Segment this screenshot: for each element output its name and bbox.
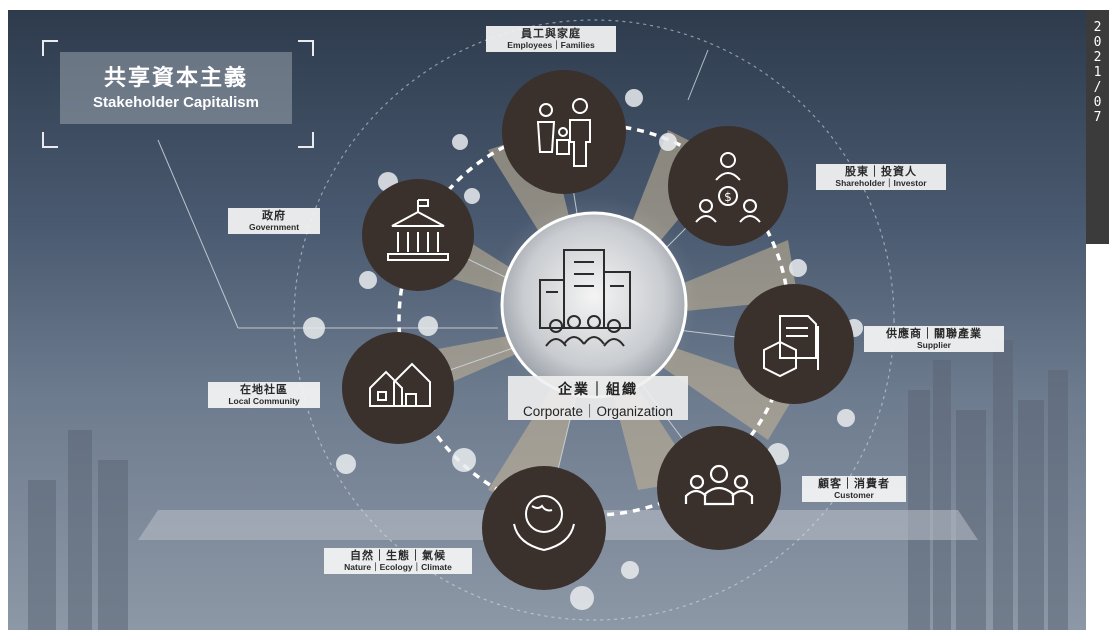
label-supplier: 供應商｜關聯產業 Supplier	[864, 326, 1004, 353]
label-government: 政府 Government	[228, 208, 320, 235]
outer-orbit	[293, 19, 895, 621]
date-char: 1	[1093, 65, 1102, 80]
label-community: 在地社區 Local Community	[208, 382, 320, 409]
label-employees: 員工與家庭 Employees｜Families	[486, 26, 616, 53]
label-english: Government	[248, 221, 300, 232]
family-icon	[536, 98, 591, 167]
title-corner	[42, 132, 58, 148]
label-chinese: 自然｜生態｜氣候	[350, 549, 446, 562]
title-corner	[42, 40, 58, 56]
label-nature: 自然｜生態｜氣候 Nature｜Ecology｜Climate	[324, 548, 472, 575]
node-nature	[482, 466, 606, 590]
label-chinese: 供應商｜關聯產業	[886, 327, 982, 340]
label-english: Shareholder｜Investor	[835, 177, 927, 188]
center-label-english: Corporate｜Organization	[522, 404, 674, 419]
node-supplier	[734, 284, 854, 404]
label-chinese: 顧客｜消費者	[818, 477, 890, 490]
label-english: Nature｜Ecology｜Climate	[344, 561, 452, 572]
date-panel: 2 0 2 1 / 0 7	[1086, 10, 1109, 244]
supplier-package-icon	[763, 315, 819, 378]
center-label-chinese: 企業｜組織	[558, 382, 638, 398]
node-community	[342, 332, 454, 444]
date-char: 7	[1093, 110, 1102, 125]
title-chinese: 共享資本主義	[103, 66, 248, 91]
corporate-building-icon	[539, 249, 631, 347]
label-chinese: 在地社區	[240, 383, 288, 396]
date-char: 2	[1093, 50, 1102, 65]
title-panel	[60, 52, 292, 124]
svg-text:$: $	[724, 190, 732, 204]
center-label: 企業｜組織 Corporate｜Organization	[508, 376, 688, 420]
node-shareholder: $	[668, 126, 788, 246]
diagram-canvas: $	[8, 10, 1086, 630]
label-chinese: 政府	[262, 209, 286, 222]
label-english: Local Community	[228, 395, 300, 406]
customer-group-icon	[684, 464, 754, 506]
investor-network-icon: $	[695, 152, 761, 223]
earth-hands-icon	[513, 495, 575, 552]
label-english: Supplier	[916, 339, 951, 350]
label-chinese: 員工與家庭	[521, 27, 581, 40]
houses-icon	[369, 362, 431, 407]
date-char: 0	[1093, 35, 1102, 50]
label-chinese: 股東｜投資人	[845, 165, 917, 178]
date-char: 2	[1093, 20, 1102, 35]
city-skyline	[28, 340, 1068, 630]
hub-circle	[500, 211, 688, 399]
title-corner	[298, 40, 314, 56]
label-customer: 顧客｜消費者 Customer	[802, 476, 906, 503]
label-english: Employees｜Families	[507, 39, 595, 50]
node-government	[362, 179, 474, 291]
title-english: Stakeholder Capitalism	[93, 94, 259, 111]
node-employees	[502, 70, 626, 194]
label-english: Customer	[834, 489, 874, 500]
government-building-icon	[387, 199, 449, 261]
title-corner	[298, 132, 314, 148]
label-shareholder: 股東｜投資人 Shareholder｜Investor	[816, 164, 946, 191]
date-char: 0	[1093, 95, 1102, 110]
node-customer	[657, 426, 781, 550]
date-char: /	[1093, 80, 1102, 95]
